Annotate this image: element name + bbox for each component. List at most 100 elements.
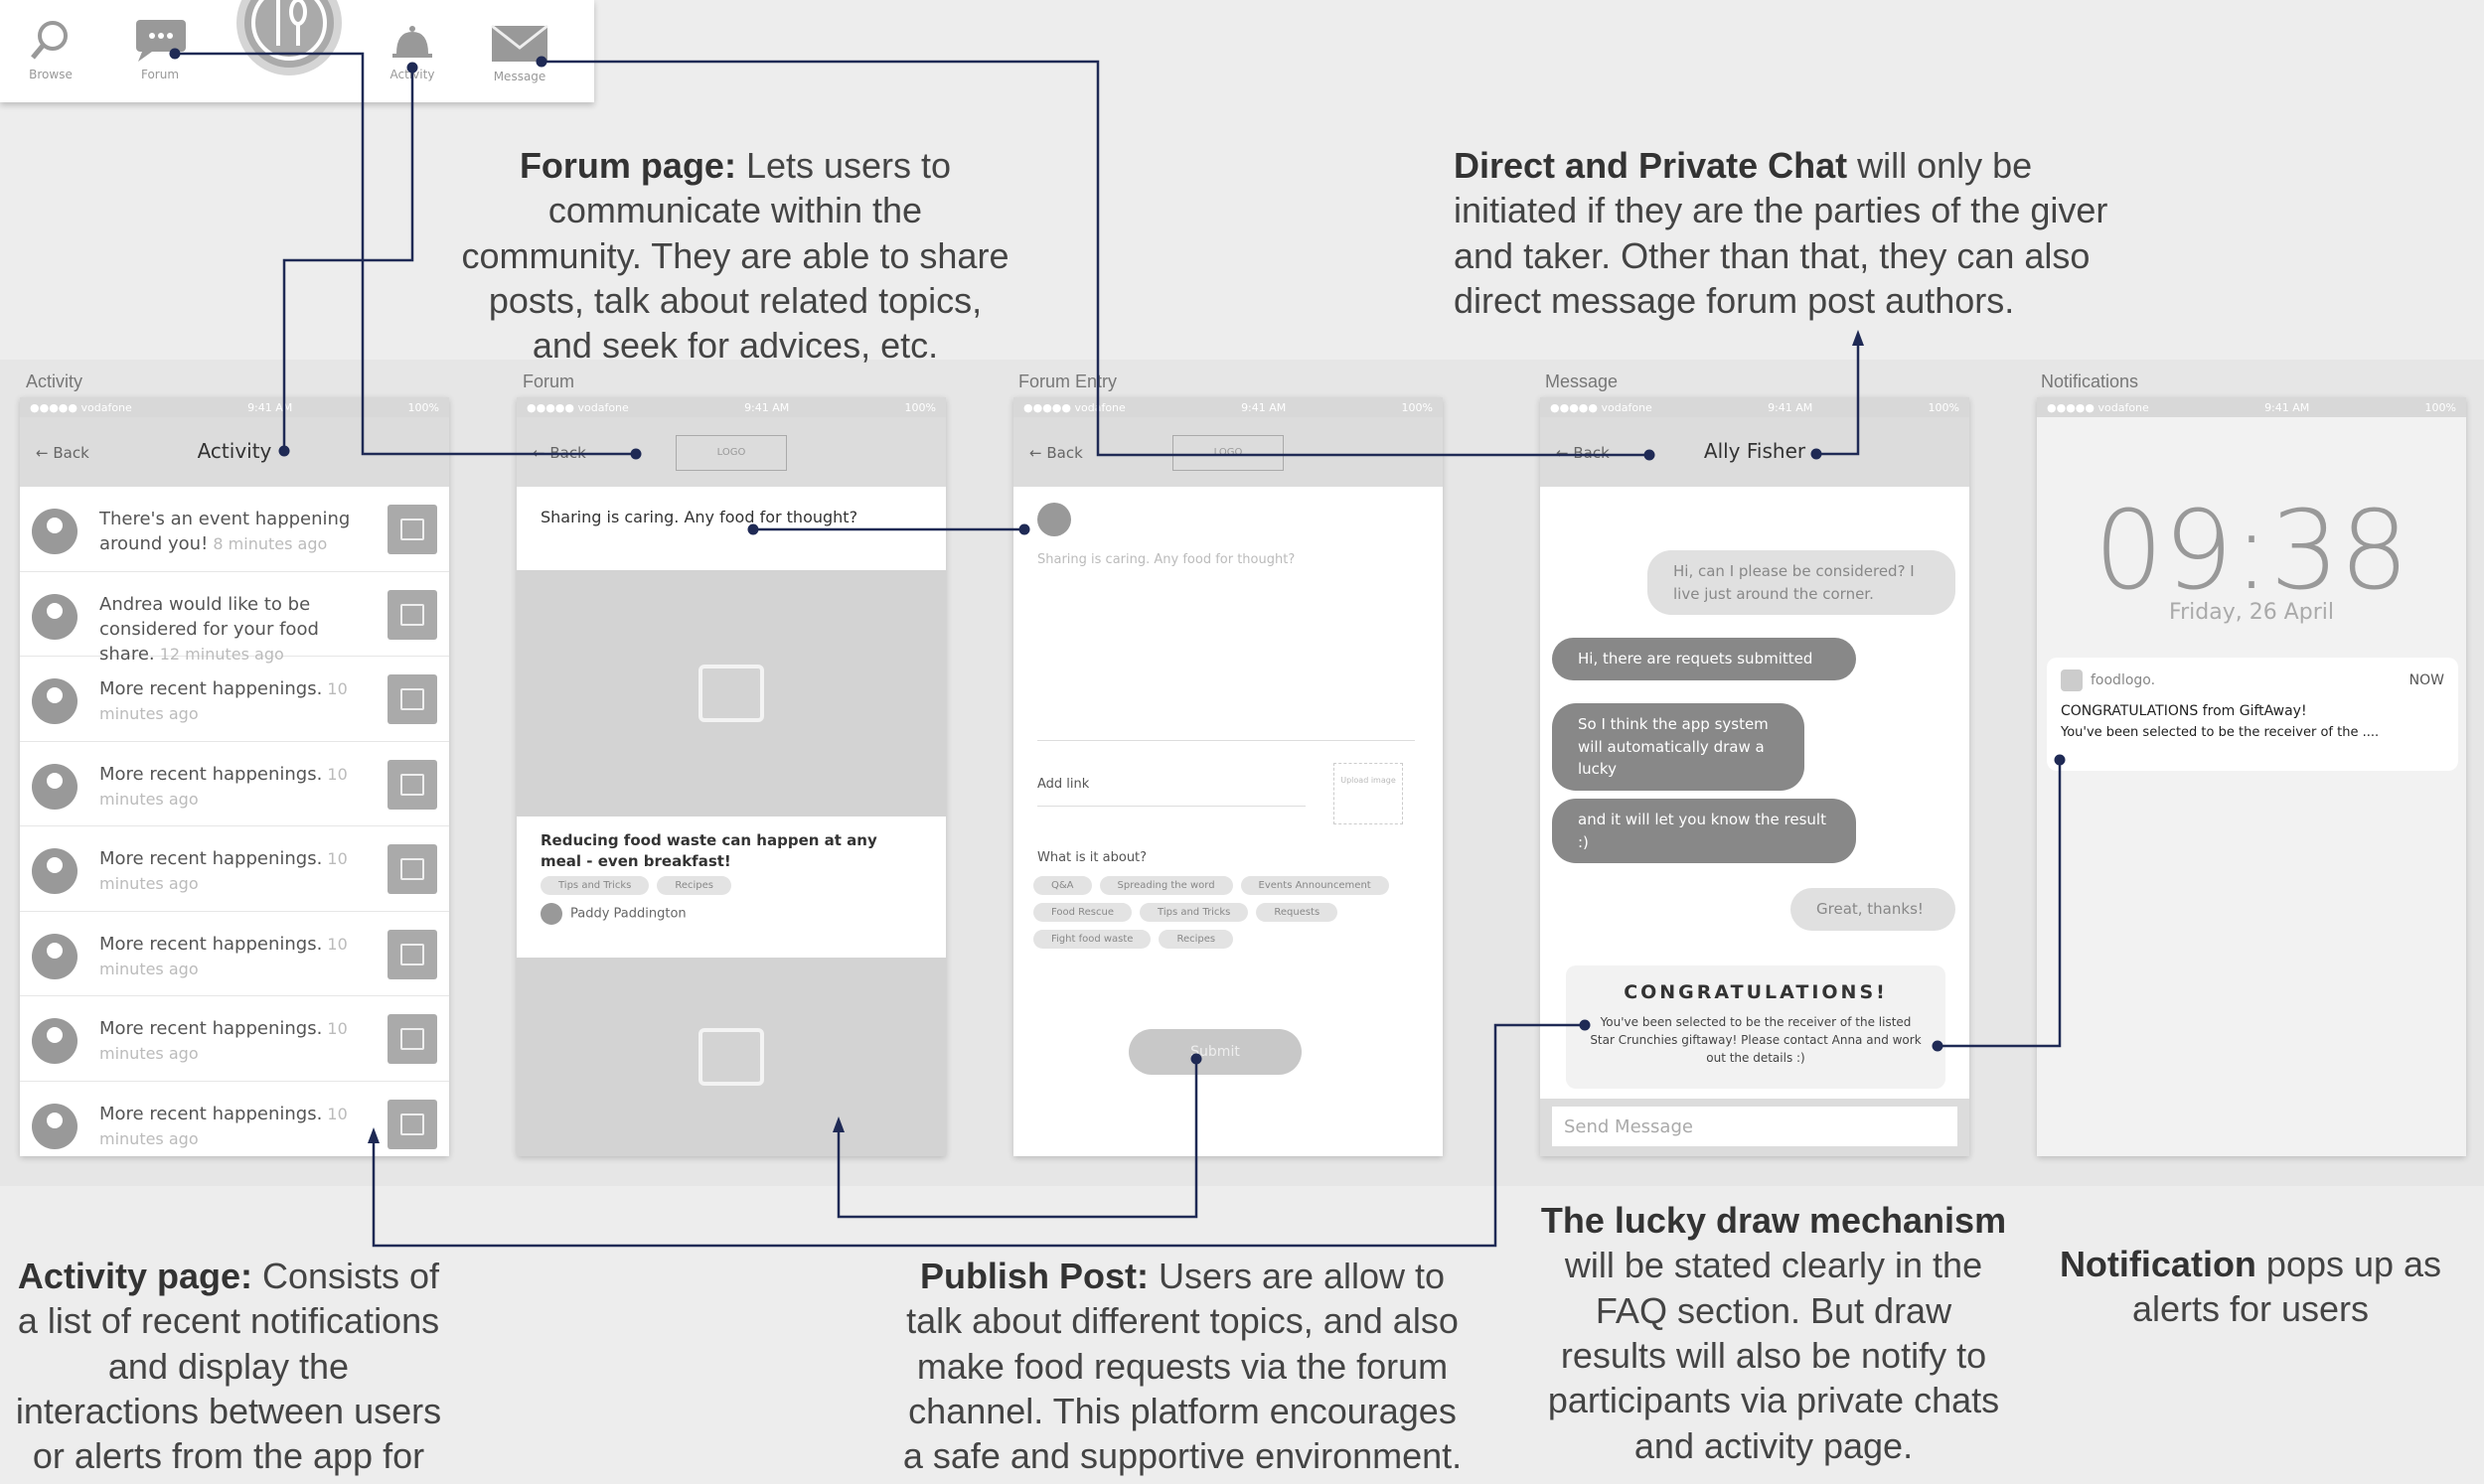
image-thumbnail-icon [388,505,437,554]
add-link-field[interactable]: Add link [1037,777,1306,807]
post-text-area[interactable]: Sharing is caring. Any food for thought? [1037,552,1415,741]
tab-forum[interactable]: Forum [125,18,195,81]
message-connector [542,60,1649,457]
arrowhead [833,1116,845,1132]
forum-connector [175,52,636,456]
list-item[interactable]: More recent happenings. 10 minutes ago [20,826,449,912]
magnifier-icon [31,21,68,60]
screen-label-activity: Activity [26,371,83,391]
message-input[interactable]: Send Message [1552,1107,1957,1146]
submit-button[interactable]: Submit [1129,1029,1302,1075]
tag-chip[interactable]: Spreading the word [1099,876,1233,895]
list-item[interactable]: More recent happenings. 10 minutes ago [20,996,449,1082]
activity-text: Andrea would like to be considered for y… [99,593,319,665]
congrats-title: CONGRATULATIONS! [1624,981,1888,1003]
tag-chip[interactable]: Tips and Tricks [1140,903,1249,922]
back-button[interactable]: ← Back [1556,444,1610,462]
activity-connector [282,68,414,451]
forum-post[interactable]: Sharing is caring. Any food for thought? [517,487,946,570]
image-icon [699,665,764,722]
arrowhead [1852,330,1864,346]
connector-dot [1190,1053,1202,1065]
connector-dot [1643,449,1655,461]
chat-bubble-outgoing: Great, thanks! [1790,888,1955,931]
tag-chip[interactable]: Q&A [1033,876,1092,895]
publish-annotation: Publish Post: Users are allow to talk ab… [902,1256,1463,1477]
tag-chip[interactable]: Recipes [1159,930,1234,949]
back-button[interactable]: ← Back [1029,444,1083,462]
avatar [32,509,78,554]
message-input-bar: Send Message [1540,1099,1969,1156]
tag-chip[interactable]: Requests [1256,903,1338,922]
connector-dot [630,448,642,460]
image-thumbnail-icon [388,674,437,724]
image-thumbnail-icon [388,929,437,979]
image-thumbnail-icon [388,589,437,640]
nav-bar: ← Back LOGO [517,417,946,487]
nav-bar: ← Back Ally Fisher [1540,417,1969,487]
tab-bar: Browse Forum Activity Message [0,0,594,102]
tag-chip[interactable]: Food Rescue [1033,903,1133,922]
chat-bubble-incoming: So I think the app system will automatic… [1552,703,1804,791]
list-item[interactable]: More recent happenings. 10 minutes ago [20,1082,449,1157]
upload-image-button[interactable]: Upload image [1333,763,1403,824]
connector-dot [169,48,181,60]
tab-browse[interactable]: Browse [16,18,85,81]
tag-chip[interactable]: Recipes [657,876,731,895]
avatar [32,593,78,640]
screen-label-forum-entry: Forum Entry [1018,371,1118,391]
push-notification[interactable]: foodlogo.NOW CONGRATULATIONS from GiftAw… [2047,658,2458,771]
screen-label-message: Message [1545,371,1619,391]
tag-chip[interactable]: Events Announcement [1240,876,1389,895]
nav-bar: ← Back Activity [20,417,449,487]
list-item[interactable]: More recent happenings. 10 minutes ago [20,742,449,826]
lucky-draw-connector [372,1023,1585,1248]
list-item[interactable]: More recent happenings. 10 minutes ago [20,912,449,996]
image-icon [699,1028,764,1086]
forum-post[interactable]: Reducing food waste can happen at any me… [517,816,946,958]
fork-spoon-icon[interactable] [236,0,342,75]
list-item[interactable]: More recent happenings. 10 minutes ago [20,657,449,742]
image-thumbnail-icon [388,759,437,810]
post-title: Reducing food waste can happen at any me… [541,831,877,870]
notification-annotation: Notification pops up as alerts for users [2059,1244,2442,1330]
back-button[interactable]: ← Back [36,444,89,462]
lucky-draw-annotation: The lucky draw mechanism will be stated … [1540,1200,2007,1466]
list-item[interactable]: There's an event happening around you! 8… [20,487,449,572]
connector-dot [1932,1040,1943,1052]
screen-label-forum: Forum [523,371,575,391]
tab-message[interactable]: Message [485,24,554,83]
tag-chip[interactable]: Fight food waste [1033,930,1152,949]
notification-header: foodlogo.NOW [2061,669,2444,691]
avatar [32,678,78,724]
connector-dot [1579,1019,1591,1031]
post-image [517,958,946,1156]
lock-date: Friday, 26 April [2169,600,2334,625]
page-title: Activity [197,439,272,463]
nav-bar: ← Back LOGO [1013,417,1443,487]
tab-label: Forum [140,68,180,81]
avatar [1037,503,1071,536]
lock-clock: 09:38 [2094,487,2409,614]
connector-dots [169,48,2066,1065]
notification-title: CONGRATULATIONS from GiftAway! [2061,703,2307,719]
tag-chip[interactable]: Tips and Tricks [541,876,650,895]
activity-text: More recent happenings. 10 minutes ago [99,848,348,894]
list-item[interactable]: Andrea would like to be considered for y… [20,572,449,665]
congratulations-card: CONGRATULATIONS! You've been selected to… [1566,965,1945,1089]
avatar [32,763,78,810]
notification-body: You've been selected to be the receiver … [2061,725,2380,740]
logo-placeholder: LOGO [676,435,787,471]
cloche-icon [392,26,432,58]
connector-paths [175,52,2062,1248]
image-thumbnail-icon [388,1014,437,1064]
activity-text: More recent happenings. 10 minutes ago [99,933,348,978]
image-thumbnail-icon [388,1099,437,1149]
